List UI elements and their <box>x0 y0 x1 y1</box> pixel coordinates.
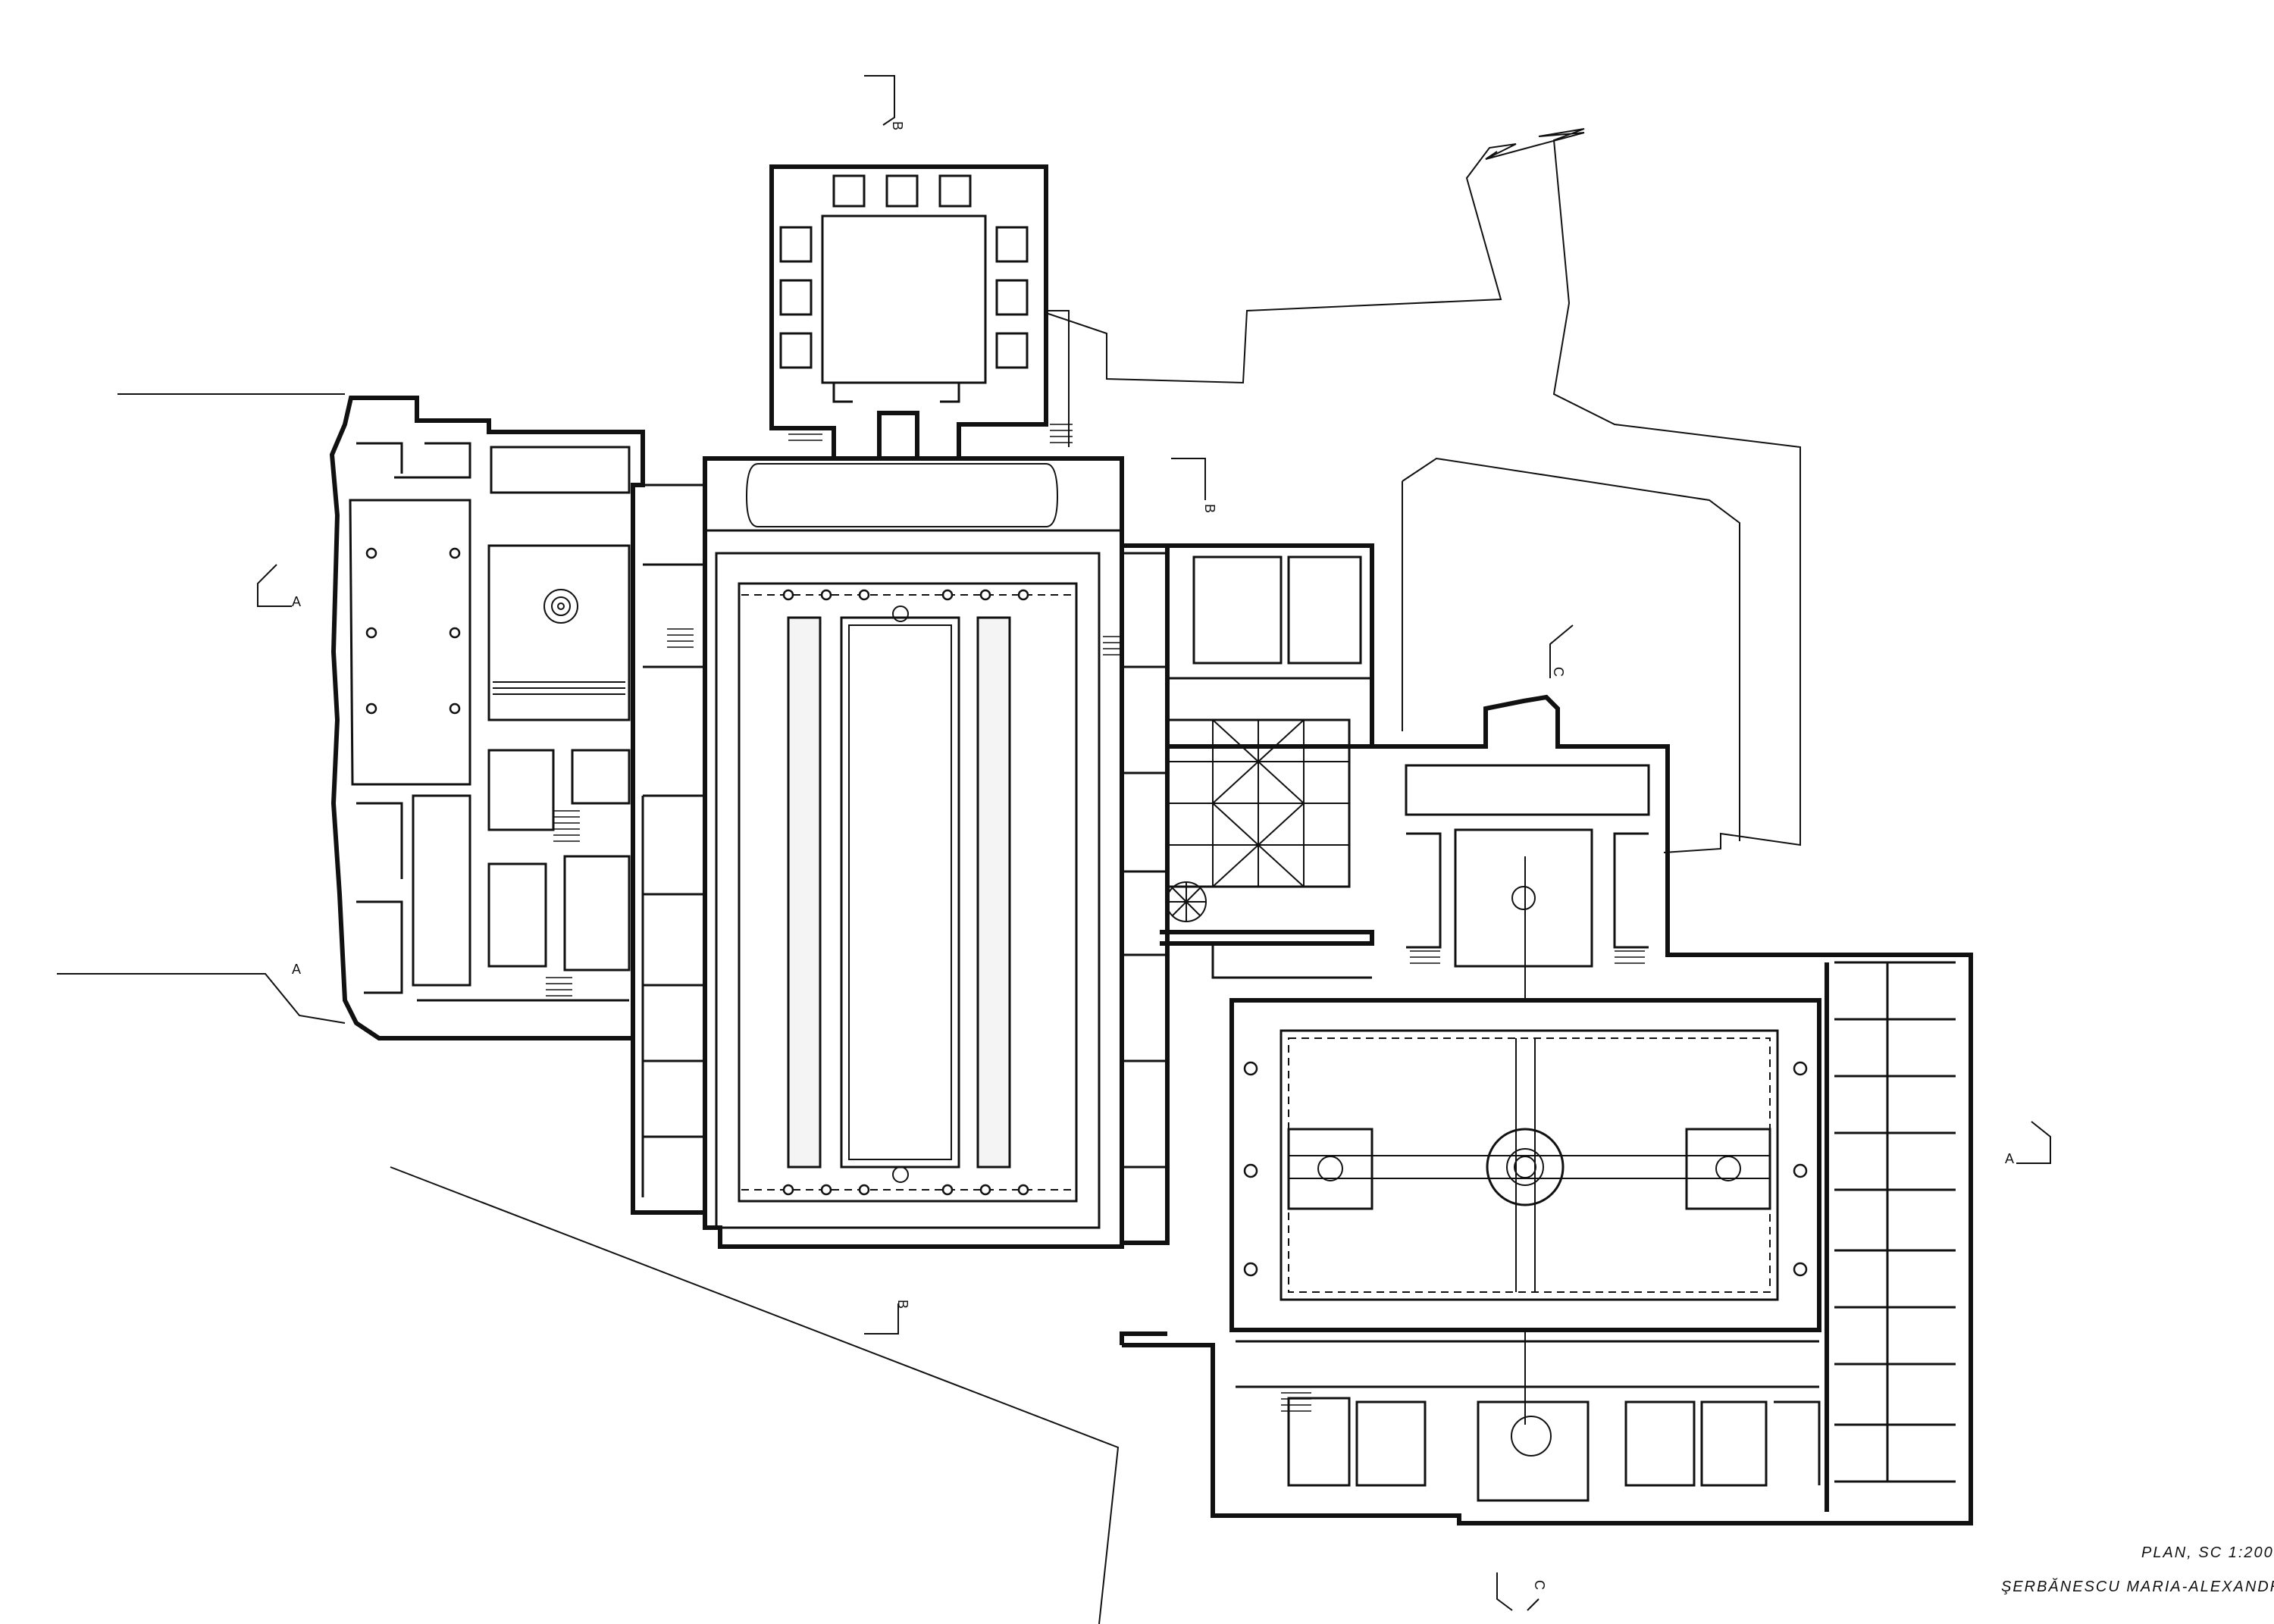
section-marker-a-right: A <box>2005 1121 2051 1166</box>
section-marker-c-top: C <box>1549 624 1574 678</box>
south-cells <box>1236 1340 1821 1487</box>
author-name: ŞERBĂNESCU MARIA-ALEXANDRIA <box>2001 1578 2274 1595</box>
central-court <box>631 456 1170 1249</box>
svg-text:A: A <box>292 962 301 977</box>
svg-text:B: B <box>895 1300 910 1309</box>
section-markers: A A A B B B C C <box>257 75 2051 1611</box>
portico-columns <box>782 589 1029 1196</box>
section-marker-c-bottom: C <box>1496 1572 1547 1611</box>
section-marker-a-left-bottom: A <box>292 962 301 977</box>
west-wing <box>329 396 645 1040</box>
vaulted-block <box>1160 543 1374 979</box>
reflecting-pool <box>840 616 960 1169</box>
section-marker-a-left: A <box>257 564 301 609</box>
planting-bed-west <box>787 616 822 1169</box>
section-marker-b-mid: B <box>1171 458 1217 513</box>
planting-bed-east <box>976 616 1011 1169</box>
title-block: PLAN, SC 1:200 ŞERBĂNESCU MARIA-ALEXANDR… <box>2001 1544 2274 1595</box>
site-boundary-lines <box>57 128 1801 1624</box>
svg-text:C: C <box>1551 667 1566 677</box>
section-marker-b-bottom: B <box>864 1300 910 1335</box>
svg-text:B: B <box>1202 504 1217 513</box>
north-tower <box>769 164 1073 461</box>
svg-text:B: B <box>890 121 905 130</box>
svg-text:A: A <box>2005 1151 2014 1166</box>
stair-west <box>546 810 580 997</box>
section-marker-b-top: B <box>864 75 905 130</box>
east-wing <box>1120 694 1973 1525</box>
scale-label: PLAN, SC 1:200 <box>2141 1544 2274 1561</box>
court-perimeter-columns <box>1243 1061 1808 1277</box>
east-cells <box>1825 961 1956 1512</box>
hall-columns <box>365 547 461 715</box>
tower-niches <box>779 174 1029 369</box>
svg-text:C: C <box>1532 1580 1547 1590</box>
vault-grid <box>1166 718 1351 922</box>
svg-text:A: A <box>292 594 301 609</box>
